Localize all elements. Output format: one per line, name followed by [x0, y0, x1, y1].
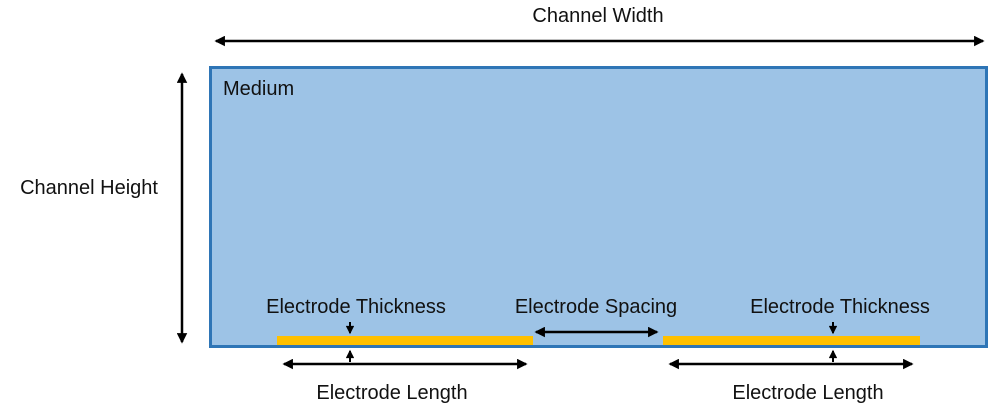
electrode-thickness-right-label: Electrode Thickness	[750, 296, 930, 318]
medium-label: Medium	[223, 78, 295, 100]
electrode-left-bar	[277, 336, 533, 345]
channel-width-label: Channel Width	[532, 5, 664, 27]
electrode-length-left-label: Electrode Length	[316, 382, 468, 404]
channel-rectangle: Medium	[209, 66, 988, 348]
channel-height-label: Channel Height	[20, 177, 158, 199]
electrode-length-right-label: Electrode Length	[732, 382, 884, 404]
electrode-thickness-left-label: Electrode Thickness	[266, 296, 446, 318]
electrode-spacing-label: Electrode Spacing	[514, 296, 678, 318]
electrode-right-bar	[663, 336, 920, 345]
